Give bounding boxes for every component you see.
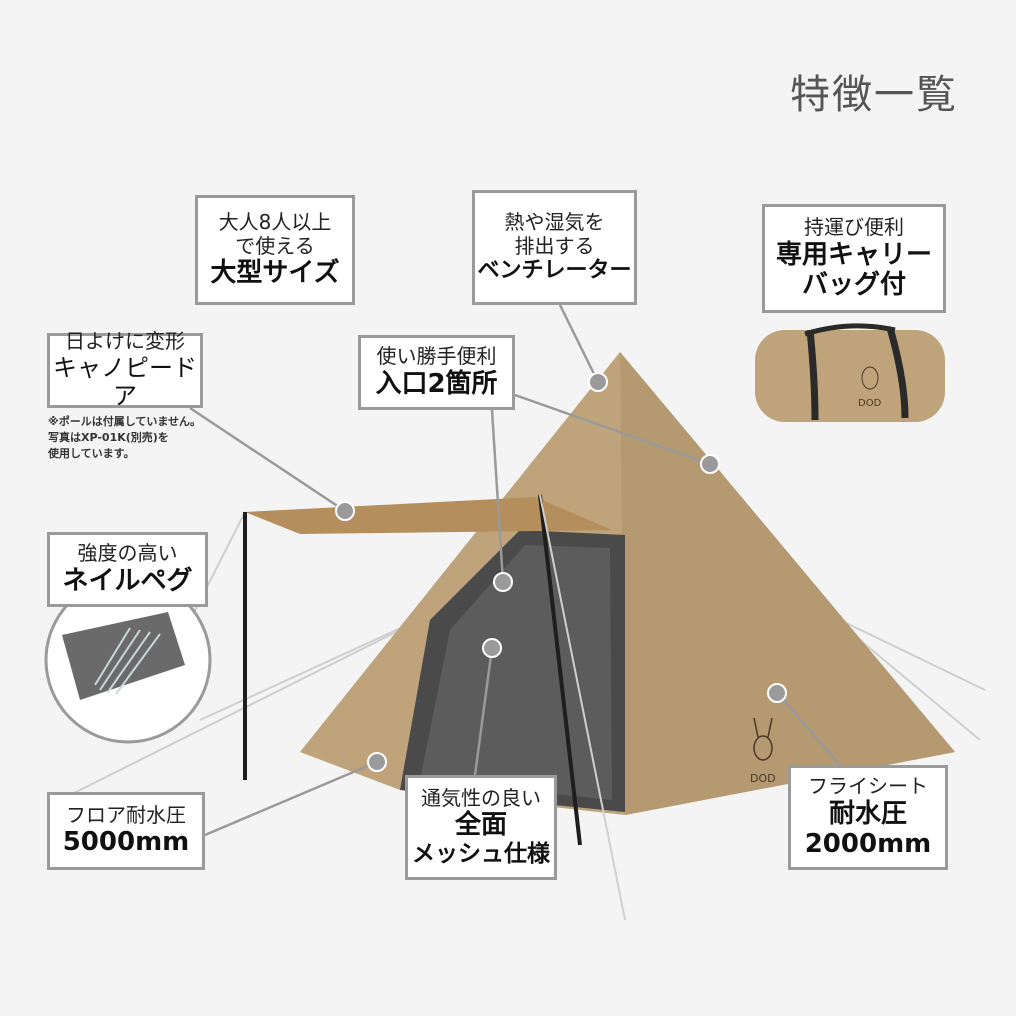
callout-text: 排出する — [514, 233, 595, 258]
callout-text: 熱や湿気を — [504, 209, 605, 234]
callout-highlight: ネイルペグ — [62, 565, 193, 596]
callout-highlight: 5000mm — [62, 827, 190, 858]
callout-highlight: 全面 — [454, 810, 507, 841]
poles — [243, 494, 582, 846]
callout-carry-bag: 持運び便利 専用キャリー バッグ付 — [762, 204, 946, 313]
callout-text: 強度の高い — [77, 541, 178, 566]
dod-logo-text: DOD — [750, 772, 776, 785]
callout-highlight: 2000mm — [804, 829, 932, 860]
callout-highlight: ベンチレーター — [477, 258, 632, 284]
callout-floor-waterproof: フロア耐水圧 5000mm — [47, 792, 205, 870]
callout-text: で使える — [235, 233, 315, 258]
callout-dots — [335, 372, 787, 772]
callout-nail-peg: 強度の高い ネイルペグ — [47, 532, 208, 607]
callout-highlight: 耐水圧 — [828, 798, 907, 829]
callout-text: 通気性の良い — [421, 785, 541, 810]
callout-full-mesh: 通気性の良い 全面 メッシュ仕様 — [405, 775, 557, 880]
callout-highlight: バッグ付 — [801, 270, 906, 301]
callout-text: フライシート — [808, 774, 928, 799]
bag-logo-text: DOD — [858, 398, 882, 409]
callout-text: 使い勝手便利 — [376, 344, 497, 369]
dod-logo — [753, 717, 773, 761]
canopy — [245, 497, 612, 534]
carry-bag: DOD — [755, 323, 945, 422]
mesh-inner — [420, 545, 612, 800]
callout-fly-waterproof: フライシート 耐水圧 2000mm — [788, 765, 948, 870]
callout-highlight: 入口2箇所 — [375, 368, 498, 399]
callout-large-size: 大人8人以上 で使える 大型サイズ — [195, 195, 355, 305]
callout-highlight: 大型サイズ — [210, 258, 340, 289]
note-line: ※ポールは付属していません。 — [48, 415, 202, 428]
pole-note: ※ポールは付属していません。 写真はXP-01K(別売)を 使用しています。 — [48, 414, 201, 462]
page-title: 特徴一覧 — [790, 72, 958, 118]
callout-two-entrances: 使い勝手便利 入口2箇所 — [358, 335, 515, 410]
callout-text: 日よけに変形 — [65, 329, 185, 354]
callout-ventilator: 熱や湿気を 排出する ベンチレーター — [472, 190, 637, 305]
note-line: 写真はXP-01K(別売)を — [48, 431, 169, 444]
callout-highlight: 専用キャリー — [775, 239, 932, 270]
note-line: 使用しています。 — [48, 447, 135, 460]
nail-pegs — [94, 627, 161, 695]
callout-text: フロア耐水圧 — [66, 802, 186, 827]
callout-highlight: メッシュ仕様 — [412, 841, 550, 868]
leader-lines — [189, 304, 841, 837]
callout-highlight: キャノピードア — [53, 353, 197, 411]
callout-text: 大人8人以上 — [218, 210, 332, 235]
callout-text: 持運び便利 — [804, 215, 904, 240]
guy-line-front — [539, 494, 626, 921]
callout-canopy-door: 日よけに変形 キャノピードア — [47, 329, 203, 411]
